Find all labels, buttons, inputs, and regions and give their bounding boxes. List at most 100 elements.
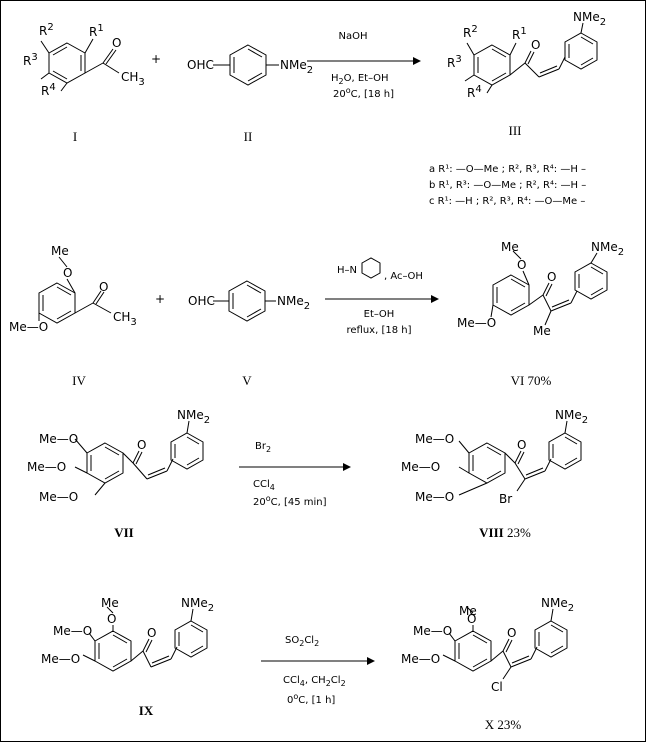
conditions-3-reagent: Br2	[255, 441, 271, 454]
reactant-I-R2: R2	[39, 22, 54, 38]
product-X-chlorine: Cl	[491, 680, 503, 694]
product-VIII-methoxy-2: Me—O	[401, 460, 440, 474]
product-III-oxygen: O	[531, 38, 540, 52]
reactant-VII-dimethylamino: NMe2	[177, 408, 210, 426]
reactant-I-structure	[40, 38, 120, 92]
product-III-R4: R4	[467, 84, 482, 100]
conditions-2-temperature-time: reflux, [18 h]	[347, 325, 412, 336]
reactant-IV-methoxy: Me—O	[9, 320, 48, 334]
product-III-dimethylamino: NMe2	[573, 10, 606, 28]
conditions-3-temperature-time: 20oC, [45 min]	[253, 494, 327, 508]
reaction-1: R1 R2 R3 R4 O CH3 I + OHC NMe2 II NaOH H…	[23, 10, 606, 207]
reactant-V-structure	[213, 280, 276, 322]
variant-c: c R¹: —H ; R², R³, R⁴: —O—Me –	[429, 196, 585, 207]
label-X: X 23%	[485, 717, 522, 732]
reaction-arrow-4	[261, 657, 375, 665]
reactant-V-dimethylamino: NMe2	[277, 294, 310, 312]
reactant-IX-dimethylamino: NMe2	[181, 596, 214, 614]
reactant-VII-structure	[74, 420, 204, 496]
product-III-structure	[464, 22, 598, 94]
product-III-R2: R2	[463, 24, 478, 40]
conditions-2-acid: , Ac–OH	[384, 271, 423, 282]
product-III-R3: R3	[447, 54, 462, 70]
reactant-II-structure	[213, 44, 279, 86]
product-VI-oxygen-top: O	[517, 258, 526, 272]
product-X-oxygen: O	[507, 626, 516, 640]
reactant-I-oxygen: O	[112, 36, 121, 50]
reactant-I-R3: R3	[23, 52, 38, 68]
reactant-I-R1: R1	[89, 23, 104, 39]
product-VIII-bromine: Br	[499, 492, 512, 506]
product-III-R1: R1	[512, 26, 527, 42]
plus-sign-1: +	[151, 52, 161, 66]
product-X-dimethylamino: NMe2	[541, 596, 574, 614]
product-X-methoxy-1: Me—O	[413, 624, 452, 638]
conditions-1-temperature-time: 20oC, [18 h]	[333, 86, 394, 100]
label-I: I	[73, 129, 77, 144]
product-VIII-dimethylamino: NMe2	[555, 408, 588, 426]
piperidine-ring-icon	[361, 257, 381, 279]
product-VI-oxygen: O	[547, 270, 556, 284]
reactant-I-R4: R4	[41, 82, 56, 98]
variant-a: a R¹: —O—Me ; R², R³, R⁴: —H –	[429, 164, 586, 175]
reactant-IV-oxygen: O	[99, 280, 108, 294]
reactant-II-aldehyde: OHC	[187, 58, 214, 72]
reactant-V-aldehyde: OHC	[188, 294, 215, 308]
reactant-IX-oxygen: O	[147, 626, 156, 640]
product-X-structure	[442, 606, 568, 680]
reaction-3: Me—O Me—O Me—O O NMe2 VII Br2 CCl4 20oC,…	[27, 408, 588, 540]
reactant-IX-oxygen-1: O	[107, 612, 116, 626]
product-VI-methoxy: Me—O	[457, 316, 496, 330]
reactant-IV-structure	[38, 256, 112, 324]
product-VIII-structure	[458, 420, 582, 496]
product-VIII-methoxy-1: Me—O	[415, 432, 454, 446]
reactant-IX-structure	[82, 606, 208, 672]
reactant-IV-methyl-top: Me	[51, 244, 69, 258]
label-VI: VI 70%	[511, 373, 552, 388]
label-VII: VII	[114, 525, 134, 540]
plus-sign-2: +	[155, 292, 165, 306]
reactant-IX-methoxy-2: Me—O	[41, 652, 80, 666]
product-X-methyl-top: Me	[459, 604, 477, 618]
reactant-IV-oxygen-top: O	[63, 266, 72, 280]
conditions-4-temperature-time: 0oC, [1 h]	[287, 692, 335, 706]
reactant-II-dimethylamino: NMe2	[280, 58, 313, 76]
reaction-arrow-3	[239, 463, 351, 471]
reaction-arrow-2	[325, 295, 439, 303]
product-VIII-methoxy-3: Me—O	[415, 490, 454, 504]
reactant-VII-methoxy-2: Me—O	[27, 460, 66, 474]
reactant-VII-methoxy-1: Me—O	[39, 432, 78, 446]
reactant-VII-methoxy-3: Me—O	[39, 490, 78, 504]
conditions-1-reagent: NaOH	[339, 31, 368, 42]
reactant-IV-methyl: CH3	[113, 310, 137, 328]
product-VI-methyl-top: Me	[501, 240, 519, 254]
label-IV: IV	[72, 373, 86, 388]
conditions-4-solvents: CCl4, CH2Cl2	[283, 675, 346, 688]
label-VIII: VIII 23%	[479, 525, 531, 540]
product-VI-methyl: Me	[533, 324, 551, 338]
product-VI-structure	[490, 250, 608, 326]
reaction-arrow-1	[307, 57, 421, 65]
reactant-IX-methoxy-1: Me—O	[53, 624, 92, 638]
reaction-2: Me O O Me—O CH3 IV + OHC NMe2 V H–N , Ac…	[9, 240, 624, 388]
variant-b: b R¹, R³: —O—Me ; R², R⁴: —H –	[429, 180, 586, 191]
conditions-3-solvent: CCl4	[253, 479, 275, 492]
reactant-VII-oxygen: O	[137, 438, 146, 452]
label-IX: IX	[139, 703, 154, 718]
reactant-I-methyl: CH3	[121, 70, 145, 88]
conditions-1-solvent: H2O, Et–OH	[331, 73, 388, 86]
conditions-4-reagent: SO2Cl2	[285, 635, 319, 648]
product-VIII-oxygen: O	[517, 438, 526, 452]
conditions-2-solvent: Et–OH	[364, 309, 395, 320]
reaction-4: Me Me—O O Me—O O NMe2 IX SO2Cl2 CCl4, CH…	[41, 596, 574, 732]
product-X-methoxy-2: Me—O	[401, 652, 440, 666]
label-V: V	[242, 373, 252, 388]
product-X-oxygen-1: O	[467, 612, 476, 626]
label-III: III	[509, 123, 522, 138]
label-II: II	[244, 129, 253, 144]
product-VI-dimethylamino: NMe2	[591, 240, 624, 258]
conditions-2-piperidine-nh: H–N	[337, 265, 357, 276]
reactant-IX-methyl-top: Me	[101, 596, 119, 610]
